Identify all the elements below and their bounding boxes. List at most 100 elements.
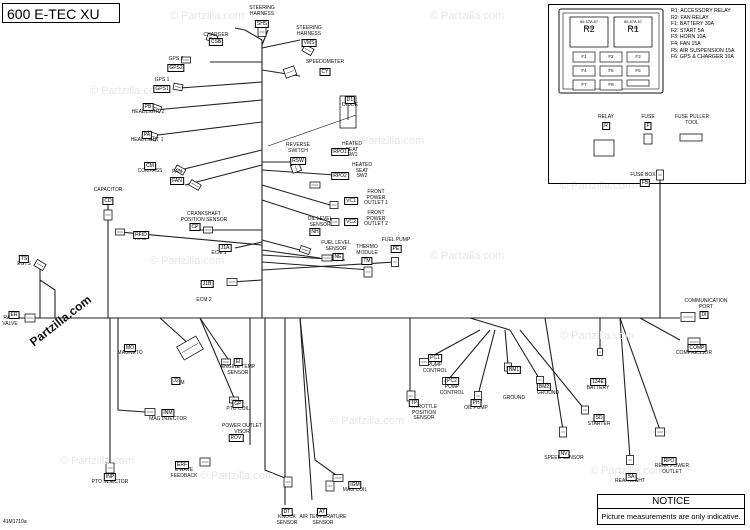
component-name: CAPACITOR xyxy=(93,187,123,193)
fuse-box-legend-list: R1: ACCESSORY RELAY R2: FAN RELAY F1: BA… xyxy=(671,8,734,61)
branch-wire xyxy=(199,317,236,401)
component-name: PUMP CONTROL xyxy=(439,384,465,396)
fuse-label: F7 xyxy=(581,82,587,87)
component-name: BATTERY xyxy=(586,385,610,391)
relay-pin-label: 85 87A 87 30 86 xyxy=(623,19,643,30)
component-name: FRONT POWER OUTLET 1 xyxy=(364,189,388,207)
branch-wire xyxy=(261,261,371,271)
component-name: COMPASS xyxy=(137,168,163,174)
part-code: R xyxy=(602,122,610,130)
branch-wire xyxy=(509,329,541,381)
fuse-slot xyxy=(572,51,596,63)
connector-icon xyxy=(329,201,339,209)
branch-wire xyxy=(261,39,301,49)
fuse-label: F3 xyxy=(635,54,641,59)
component-name: HEADLIGHT 1 xyxy=(130,137,164,143)
connector-code: CSB xyxy=(208,38,224,46)
connector-icon xyxy=(559,426,567,438)
part-name: FUSE xyxy=(641,114,655,120)
connector-icon xyxy=(173,164,187,176)
component-name: REAR LIGHT xyxy=(614,478,646,484)
relay-name: R1 xyxy=(627,24,639,34)
connector-code: MO xyxy=(123,344,137,352)
fuse-slot xyxy=(599,65,623,77)
component-name: MAG INJECTOR xyxy=(149,416,187,422)
connector-code: CY xyxy=(319,68,331,76)
notice-box: NOTICE Picture measurements are only ind… xyxy=(597,494,745,525)
component-name: PTO COIL xyxy=(226,406,250,412)
component-name: RFID xyxy=(135,236,147,242)
connector-code: SA xyxy=(625,473,637,481)
component-name: COMPRESSOR xyxy=(675,350,713,356)
relay-pin-label: 85 87A 87 30 86 xyxy=(579,19,599,30)
component-name: SPEEDOMETER xyxy=(305,59,345,65)
branch-wire xyxy=(544,317,564,431)
component-name: ENGINE TEMP SENSOR xyxy=(220,364,256,376)
component-name: GPS 2 xyxy=(168,56,184,62)
fuse-label: F6 xyxy=(635,68,641,73)
connector-code: J2 xyxy=(171,377,181,385)
connector-code: TS xyxy=(18,255,30,263)
component-name: FUEL PUMP xyxy=(381,237,411,243)
connector-code: DT xyxy=(281,508,293,516)
branch-wire xyxy=(184,164,263,186)
branch-wire xyxy=(149,121,263,137)
connector-code: RPO xyxy=(661,457,677,465)
connector-code: SD xyxy=(593,414,605,422)
legend-line: F3: HORN 10A xyxy=(671,34,706,41)
branch-wire xyxy=(299,317,341,479)
component-name: HEATED SEAT SW1 xyxy=(342,141,362,159)
connector-code: VC1 xyxy=(344,197,358,205)
branch-wire xyxy=(261,239,301,251)
branch-wire xyxy=(299,317,313,501)
connector-icon xyxy=(105,462,115,474)
fuse-label: F1 xyxy=(581,54,587,59)
connector-code: J1B xyxy=(200,280,214,288)
connector-code: ERF xyxy=(175,461,189,469)
connector-code: GPS1 xyxy=(153,85,171,93)
branch-wire xyxy=(261,184,331,206)
relay-name: R2 xyxy=(583,24,595,34)
legend-line: F5: AIR SUSPENSION 15A xyxy=(671,47,735,54)
branch-wire xyxy=(261,199,331,223)
connector-code: RSW xyxy=(290,157,306,165)
connector-icon xyxy=(115,228,125,236)
connector-code: PA xyxy=(141,131,153,139)
connector-code: RPO1 xyxy=(331,148,349,156)
component-name: OIL PUMP xyxy=(464,405,488,411)
connector-code: IGM xyxy=(348,481,362,489)
component-name: STARTER xyxy=(587,421,611,427)
branch-wire xyxy=(234,241,263,249)
branch-wire xyxy=(477,329,496,396)
component-name: FRONT POWER OUTLET 2 xyxy=(364,210,388,228)
connector-code: VMS xyxy=(301,39,317,47)
branch-wire xyxy=(159,317,191,346)
connector-icon xyxy=(363,266,373,278)
connector-icon xyxy=(24,313,36,323)
connector-icon xyxy=(283,476,293,488)
connector-icon xyxy=(176,335,204,361)
document-number: 41M1710a xyxy=(3,519,27,525)
connector-icon xyxy=(226,278,238,286)
component-name: AIR TEMPERATURE SENSOR xyxy=(299,514,347,526)
connector-code: SHS xyxy=(254,20,270,28)
legend-line: F4: FAN 15A xyxy=(671,40,701,47)
connector-icon xyxy=(321,254,333,262)
component-name: EGTS xyxy=(17,261,31,267)
connector-code: CM xyxy=(144,162,156,170)
connector-icon xyxy=(199,457,211,467)
connector-icon xyxy=(188,179,202,191)
component-name: SPEED SENSOR xyxy=(544,455,584,461)
connector-code: GP xyxy=(232,400,244,408)
fuse-slot xyxy=(626,65,650,77)
connector-code: CD xyxy=(102,197,114,205)
part-name: FUSE PULLER TOOL xyxy=(674,114,710,126)
connector-code: J1A xyxy=(218,244,232,252)
fuse-slot xyxy=(626,51,650,63)
legend-line: R2: FAN RELAY xyxy=(671,14,709,21)
connector-icon xyxy=(419,358,429,366)
component-name: FUEL LEVEL SENSOR xyxy=(321,240,351,252)
connector-code: POV xyxy=(228,434,244,442)
component-name: FUSE BOX xyxy=(630,172,656,178)
